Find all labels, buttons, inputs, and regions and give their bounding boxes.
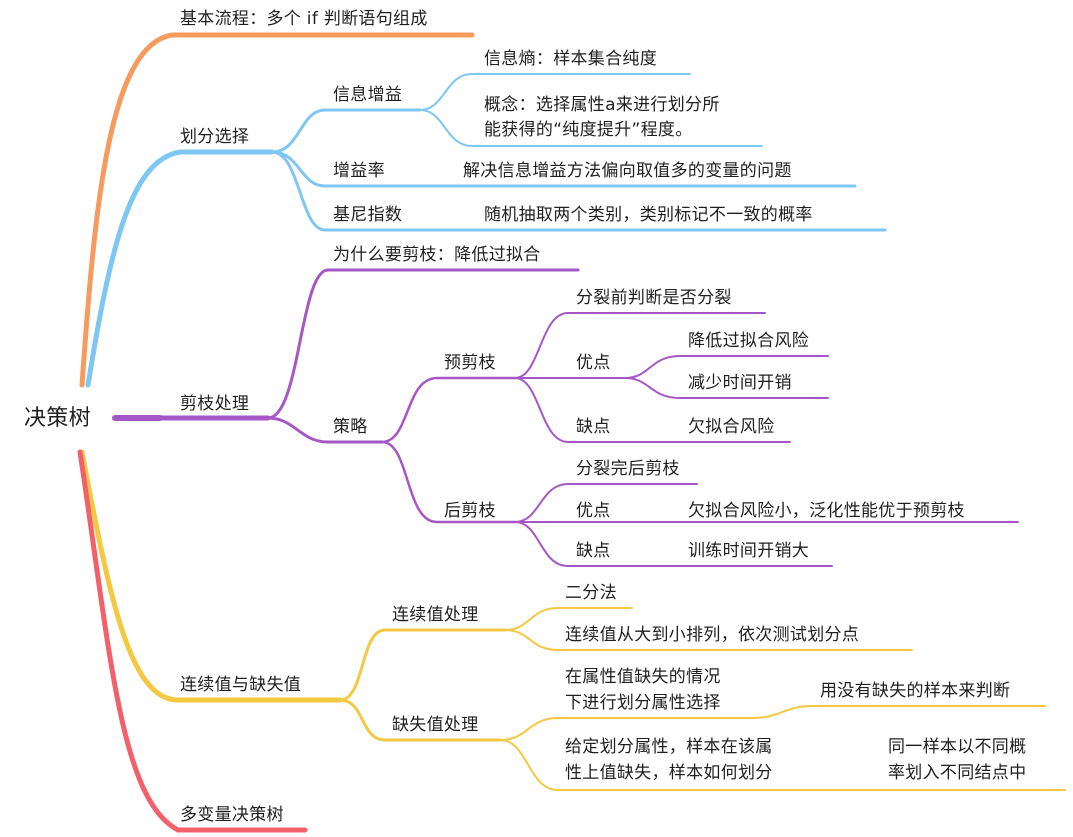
node-missing-q1-line1: 在属性值缺失的情况 xyxy=(565,667,721,687)
node-why-prune: 为什么要剪枝：降低过拟合 xyxy=(333,245,541,265)
connector-multivariate xyxy=(77,449,308,833)
node-multivariate: 多变量决策树 xyxy=(180,805,284,825)
node-pre-pros-item1: 降低过拟合风险 xyxy=(688,331,810,351)
root-node: 决策树 xyxy=(24,406,91,431)
node-gini-desc: 随机抽取两个类别，类别标记不一致的概率 xyxy=(484,205,813,225)
node-missing-a2-line1: 同一样本以不同概 xyxy=(888,737,1027,757)
node-missing: 缺失值处理 xyxy=(392,715,479,735)
node-gini: 基尼指数 xyxy=(333,205,403,225)
node-concept-line2: 能获得的“纯度提升”程度。 xyxy=(484,120,693,140)
node-post-desc: 分裂完后剪枝 xyxy=(576,459,680,479)
node-entropy: 信息熵：样本集合纯度 xyxy=(484,49,657,69)
node-concept-line1: 概念：选择属性a来进行划分所 xyxy=(484,95,720,115)
node-pre-pruning: 预剪枝 xyxy=(444,353,496,373)
connector-entropy xyxy=(419,73,691,111)
connector-why-prune xyxy=(266,268,580,420)
node-missing-q1-line2: 下进行划分属性选择 xyxy=(565,693,721,713)
node-post-pros: 优点 xyxy=(576,501,611,521)
node-pre-cons: 缺点 xyxy=(576,417,611,437)
connector-continuous xyxy=(338,628,507,702)
connector-missing-q2 xyxy=(499,739,1066,791)
node-continuous: 连续值处理 xyxy=(392,605,479,625)
connector-pre-cons xyxy=(514,377,791,443)
node-post-pruning: 后剪枝 xyxy=(444,501,496,521)
node-missing-a1: 用没有缺失的样本来判断 xyxy=(820,681,1011,701)
connector-pre xyxy=(380,376,517,444)
connector-strategy xyxy=(266,416,384,444)
node-continuous-item1: 二分法 xyxy=(565,583,617,603)
node-pruning: 剪枝处理 xyxy=(180,394,250,414)
node-continuous-missing: 连续值与缺失值 xyxy=(180,675,302,695)
connector-missing-q1 xyxy=(499,717,753,741)
connector-pre-desc xyxy=(514,312,766,379)
node-pre-desc: 分裂前判断是否分裂 xyxy=(576,288,732,308)
node-missing-a2-line2: 率划入不同结点中 xyxy=(888,763,1027,783)
node-missing-q2-line1: 给定划分属性，样本在该属 xyxy=(565,737,773,757)
node-split-selection: 划分选择 xyxy=(180,127,250,147)
node-missing-q2-line2: 性上值缺失，样本如何划分 xyxy=(565,763,773,783)
node-gain-ratio-desc: 解决信息增益方法偏向取值多的变量的问题 xyxy=(463,161,792,181)
connector-pre-pros-1 xyxy=(624,355,829,379)
node-basic-flow: 基本流程：多个 if 判断语句组成 xyxy=(180,9,428,29)
node-post-pros-item1: 欠拟合风险小，泛化性能优于预剪枝 xyxy=(688,501,965,521)
connector-gini xyxy=(270,150,887,232)
node-post-cons-item1: 训练时间开销大 xyxy=(688,541,810,561)
node-pre-cons-item1: 欠拟合风险 xyxy=(688,417,775,437)
node-post-cons: 缺点 xyxy=(576,541,611,561)
connector-flow xyxy=(79,32,475,388)
node-info-gain: 信息增益 xyxy=(333,85,403,105)
connector-concept xyxy=(419,109,763,147)
node-continuous-item2: 连续值从大到小排列，依次测试划分点 xyxy=(565,625,860,645)
connector-post xyxy=(380,440,517,524)
node-strategy: 策略 xyxy=(333,417,368,437)
connector-split xyxy=(85,149,275,388)
node-pre-pros-item2: 减少时间开销 xyxy=(688,373,792,393)
node-gain-ratio: 增益率 xyxy=(333,161,385,181)
connector-pre-pros-2 xyxy=(624,377,829,399)
connector-cont-missing xyxy=(79,449,343,703)
connector-post-desc xyxy=(514,483,698,523)
connector-cont-1 xyxy=(504,607,633,631)
connector-missing-a1 xyxy=(751,705,1046,719)
connector-info-gain xyxy=(270,108,422,154)
connector-cont-2 xyxy=(504,629,913,651)
connector-post-cons xyxy=(514,521,833,567)
node-pre-pros: 优点 xyxy=(576,353,611,373)
connector-missing xyxy=(338,698,502,742)
